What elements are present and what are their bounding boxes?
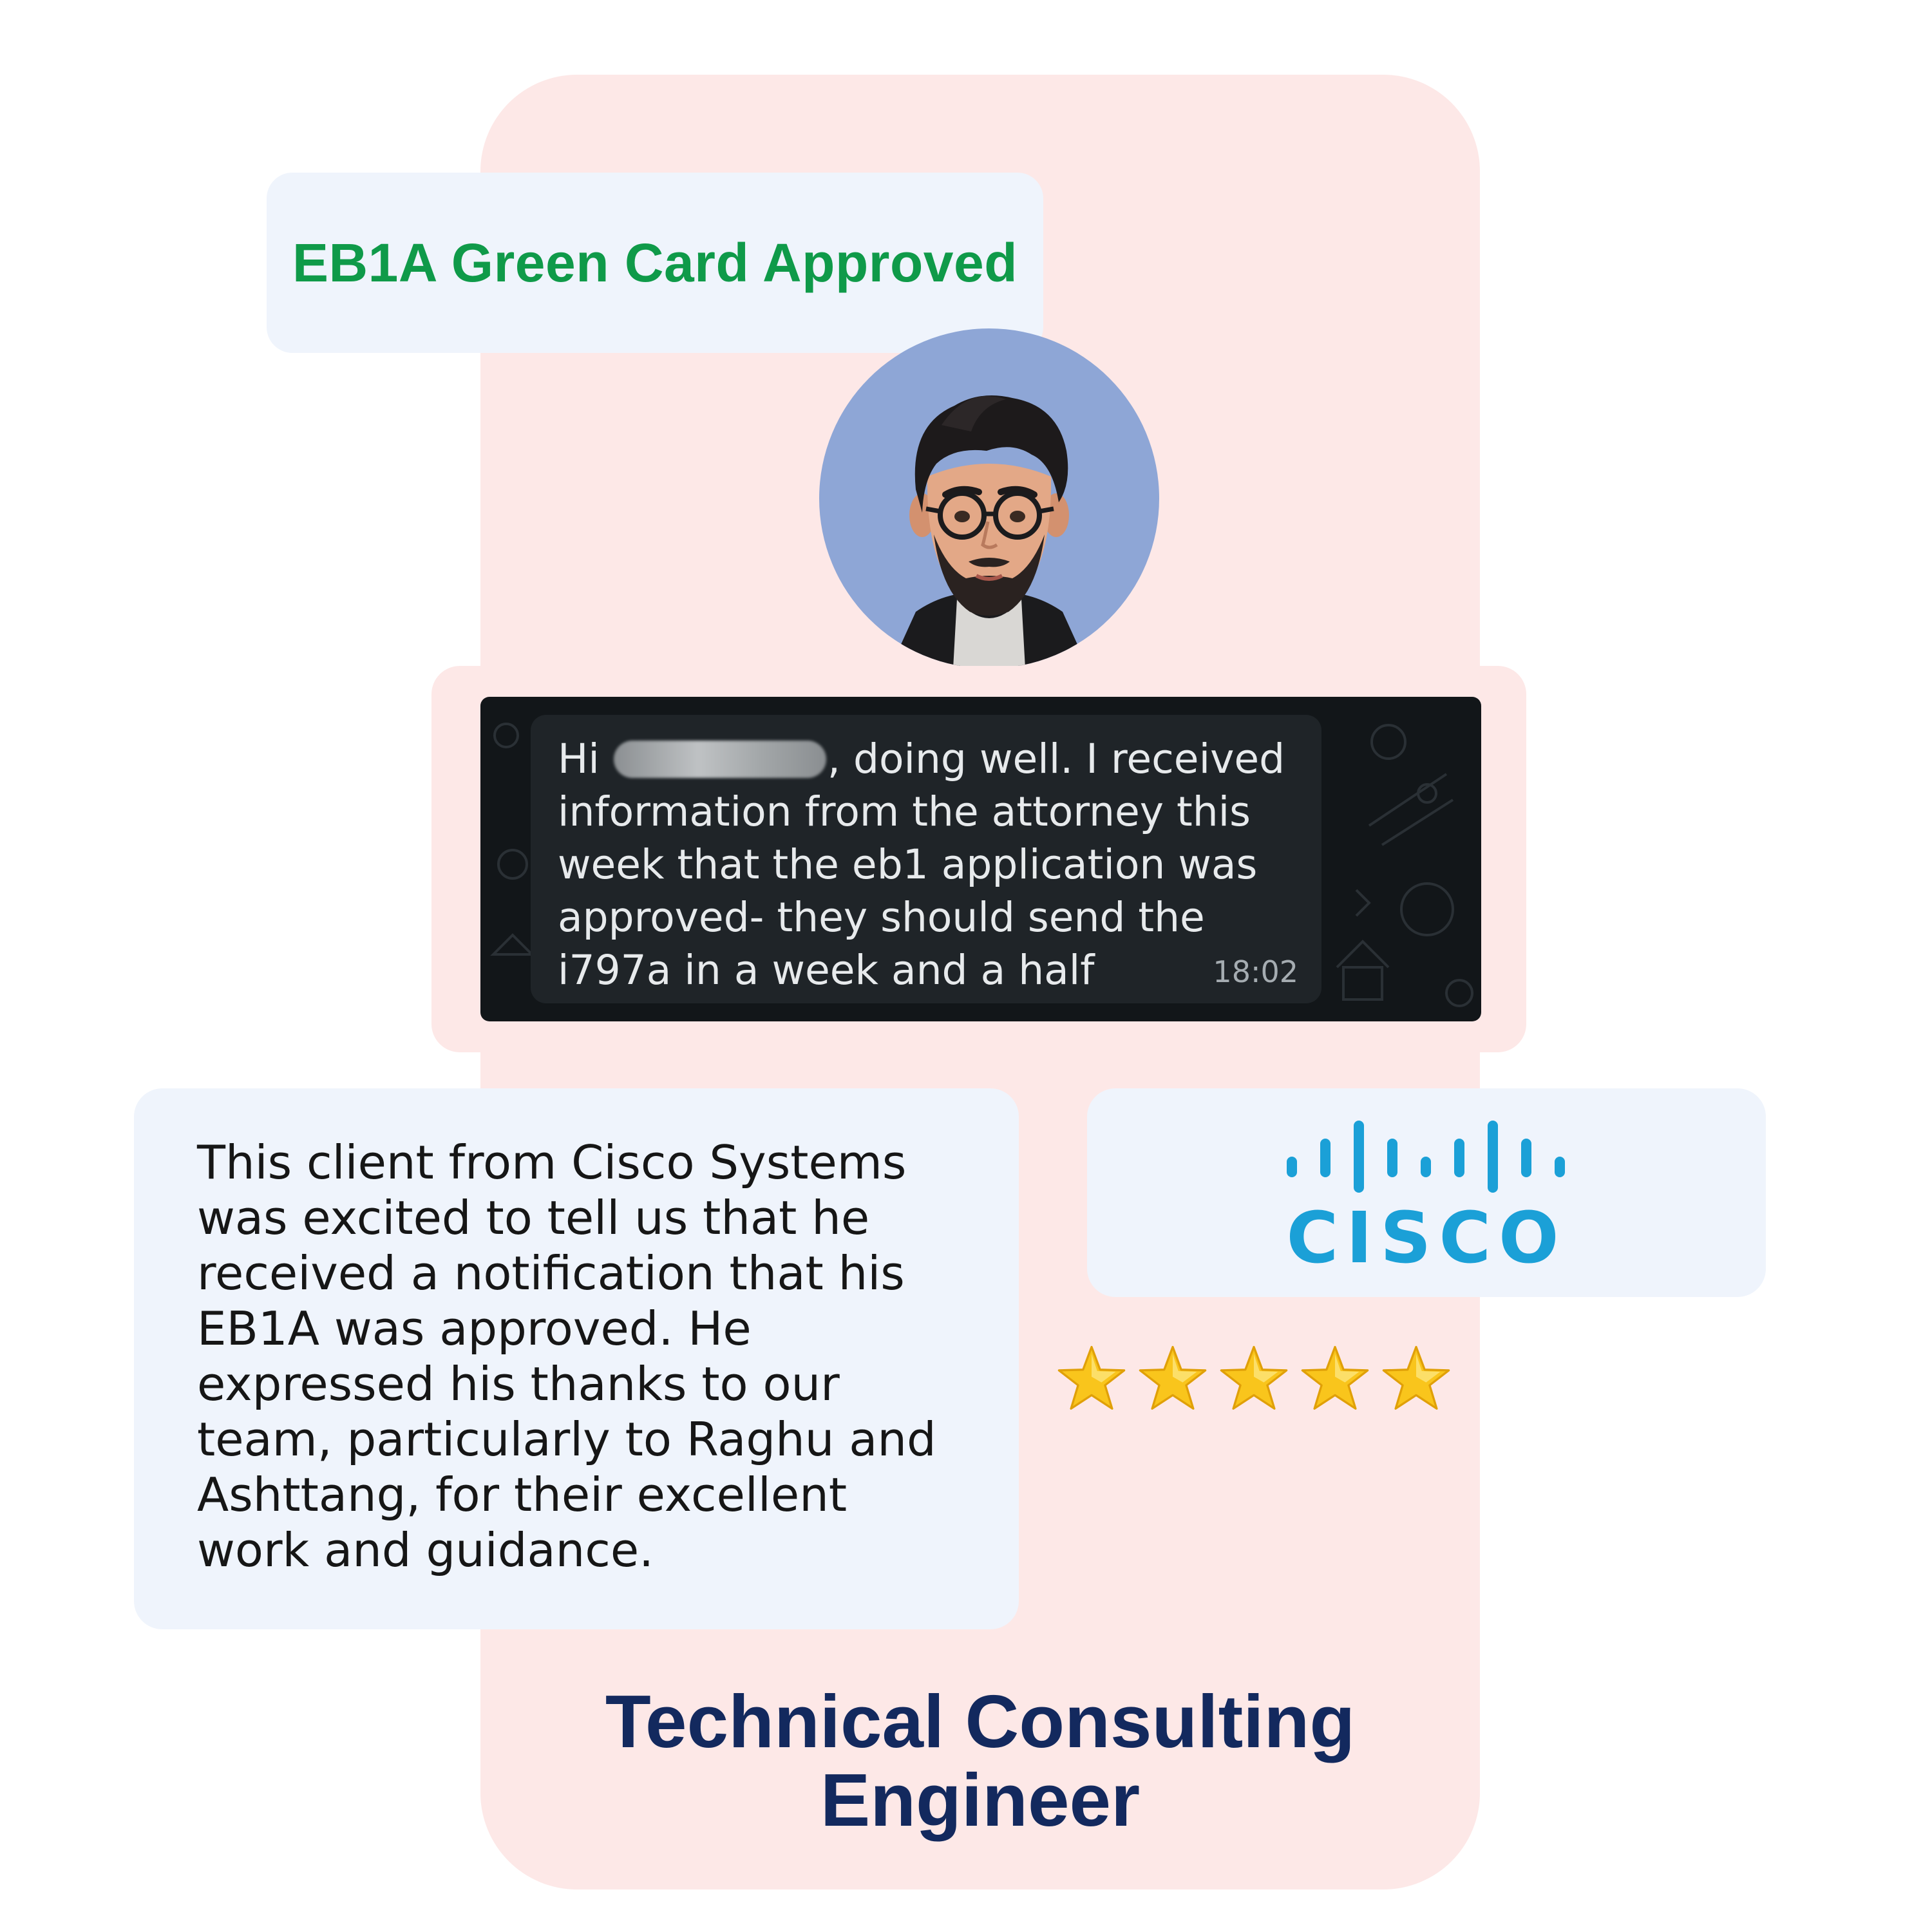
company-logo-card: CISCO — [1087, 1088, 1766, 1297]
chat-bubble: Hi , doing well. I received information … — [531, 715, 1321, 1003]
testimonial-line: Ashttang, for their excellent — [197, 1468, 848, 1522]
testimonial-line: was excited to tell us that he — [197, 1191, 870, 1245]
star-rating — [1056, 1343, 1452, 1414]
chat-line: Hi , doing well. I received — [558, 735, 1285, 782]
testimonial-line: expressed his thanks to our — [197, 1357, 840, 1411]
star-icon — [1137, 1343, 1208, 1414]
star-icon — [1300, 1343, 1370, 1414]
role-title: Technical Consulting Engineer — [480, 1682, 1480, 1839]
avatar-illustration — [890, 395, 1088, 668]
headline-card: EB1A Green Card Approved — [267, 173, 1043, 353]
role-title-line: Technical Consulting — [605, 1680, 1356, 1763]
testimonial-line: This client from Cisco Systems — [197, 1135, 907, 1189]
testimonial-line: team, particularly to Raghu and — [197, 1412, 936, 1466]
testimonial-line: EB1A was approved. He — [197, 1302, 752, 1356]
testimonial-line: work and guidance. — [197, 1523, 654, 1577]
role-title-line: Engineer — [820, 1758, 1141, 1842]
chat-line: week that the eb1 application was — [558, 841, 1258, 888]
cisco-wordmark: CISCO — [1286, 1197, 1567, 1279]
testimonial-card: This client from Cisco Systems was excit… — [134, 1088, 1019, 1629]
avatar — [819, 328, 1159, 668]
star-icon — [1218, 1343, 1289, 1414]
chat-message: Hi , doing well. I received information … — [558, 733, 1305, 997]
chat-line: approved- they should send the — [558, 894, 1205, 941]
chat-line: i797a in a week and a half — [558, 947, 1095, 994]
chat-line: information from the attorney this — [558, 788, 1251, 835]
headline: EB1A Green Card Approved — [292, 232, 1018, 293]
redacted-name — [613, 741, 826, 778]
cisco-logo-icon — [1287, 1121, 1565, 1193]
star-icon — [1381, 1343, 1452, 1414]
testimonial-text: This client from Cisco Systems was excit… — [197, 1135, 983, 1578]
testimonial-line: received a notification that his — [197, 1246, 905, 1300]
chat-screenshot: Hi , doing well. I received information … — [480, 697, 1481, 1021]
chat-timestamp: 18:02 — [1213, 954, 1298, 989]
star-icon — [1056, 1343, 1127, 1414]
chat-wallpaper-pattern — [490, 723, 1473, 1007]
